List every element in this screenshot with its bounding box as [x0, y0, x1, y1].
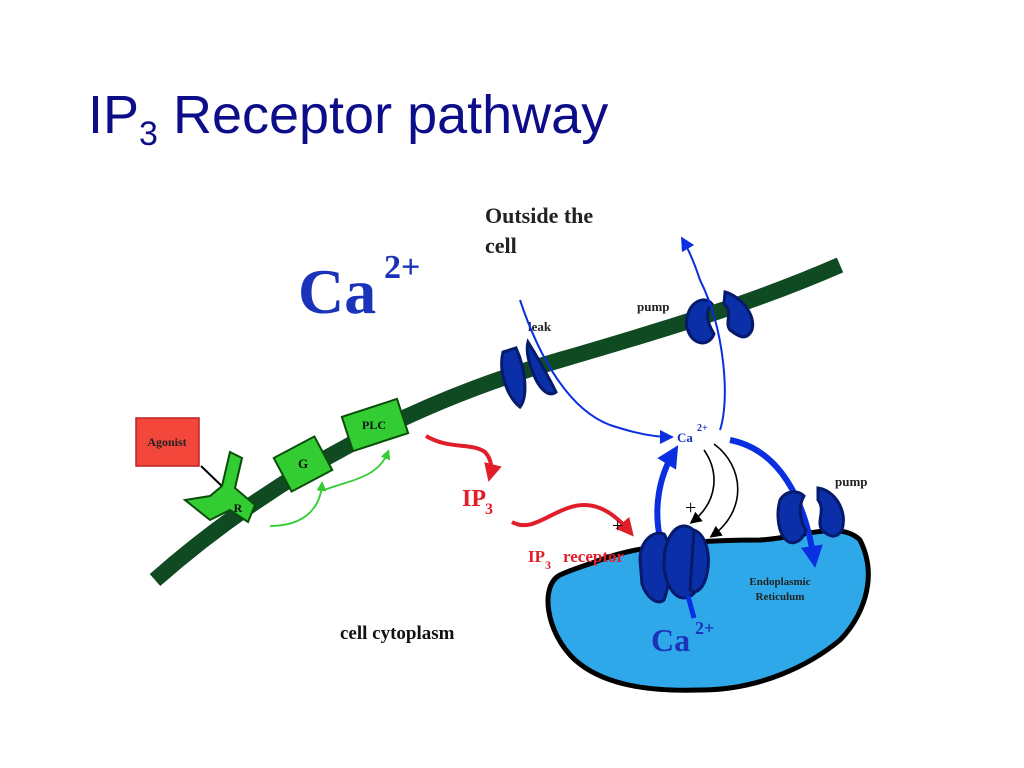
agonist-label: Agonist [147, 435, 186, 449]
outside-cell-label-line1: Outside the [485, 203, 593, 228]
slide-title: IP3 Receptor pathway [88, 85, 609, 153]
outside-cell-label-line2: cell [485, 233, 517, 258]
er-label-line1: Endoplasmic [749, 576, 810, 588]
g-to-plc-arrow [323, 449, 391, 491]
membrane-pump [684, 290, 755, 345]
receptor-r-label: R [234, 501, 243, 515]
ca-outside-sup: 2+ [384, 249, 420, 286]
ca-uptake-arrow [729, 437, 823, 568]
plc-box [340, 397, 410, 453]
plc-label: PLC [362, 418, 386, 432]
er-pump [776, 486, 845, 545]
ca-negative-feedback-arrow [709, 443, 739, 538]
leak-channel [500, 338, 558, 410]
receptor-r-shape [182, 450, 257, 524]
ip3-to-receptor-arrow [511, 503, 634, 537]
ca-cytoplasm-label: Ca [677, 430, 693, 445]
ip3-receptor-stalk [685, 595, 697, 619]
ca-er-sup: 2+ [695, 618, 714, 638]
ip3-receptor-label-rest: receptor [563, 547, 624, 566]
pump-label-er: pump [835, 474, 868, 489]
agonist-box [135, 417, 200, 467]
plus-sign-left: + [612, 515, 623, 537]
ip3-receptor-label-sub: 3 [545, 558, 551, 572]
cytoplasm-label: cell cytoplasm [340, 623, 455, 644]
leak-label: leak [528, 319, 552, 334]
endoplasmic-reticulum [545, 528, 871, 693]
ca-er-label: Ca [651, 622, 690, 658]
ca-cytoplasm-sup: 2+ [697, 423, 708, 434]
pump-efflux-arrow [680, 236, 726, 431]
ca-outside-label: Ca [298, 256, 376, 327]
ip3-label: IP [462, 486, 486, 512]
pump-label-membrane: pump [637, 299, 670, 314]
minus-sign: - [722, 525, 729, 550]
g-protein-box [272, 435, 334, 493]
leak-efflux-arrow [519, 299, 674, 444]
plus-sign-top: + [685, 497, 696, 519]
r-to-g-arrow [269, 481, 327, 527]
er-label-line2: Reticulum [756, 591, 805, 603]
ip3-receptor-channel [638, 524, 710, 604]
g-protein-label: G [298, 456, 308, 471]
ca-release-arrow [654, 445, 679, 539]
plc-to-ip3-arrow [424, 434, 502, 482]
ca-positive-feedback-arrow [689, 449, 715, 524]
ip3-receptor-label: IP [528, 547, 545, 566]
ip3-label-sub: 3 [485, 501, 493, 518]
